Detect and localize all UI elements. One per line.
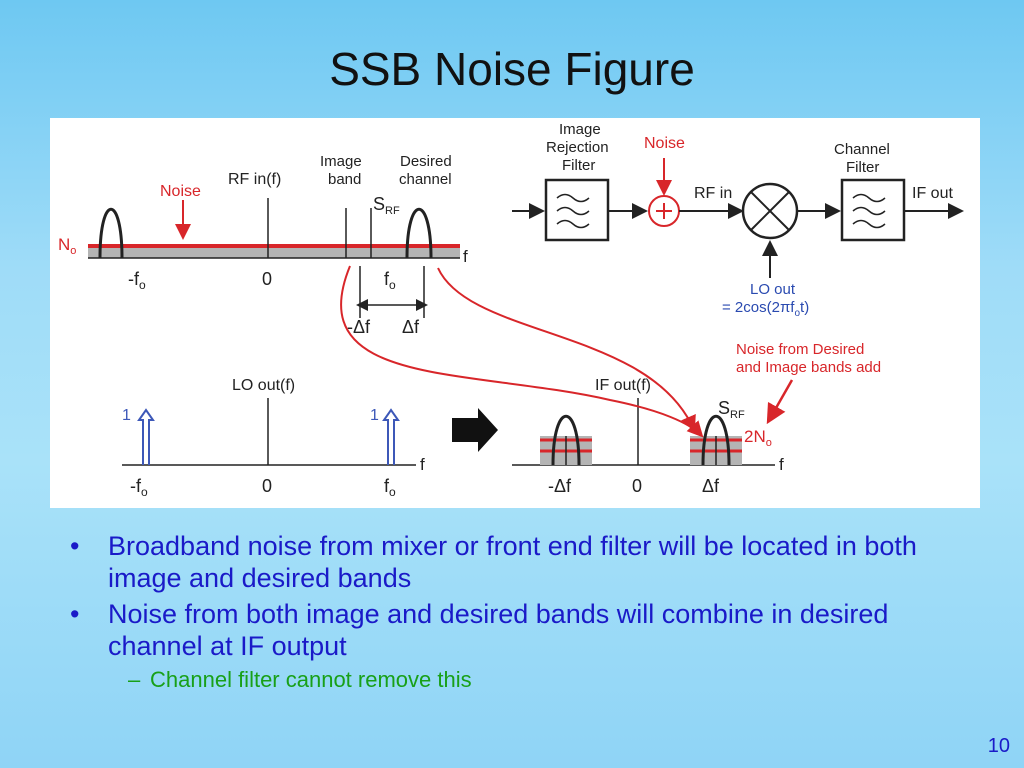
rf-spectrum: Noise RF in(f) Image band Desired channe… — [58, 153, 468, 337]
block-if-out-label: IF out — [912, 185, 953, 202]
noise-floor-band — [88, 246, 460, 258]
channel-filter-label-2: Filter — [846, 159, 879, 176]
image-translation-arrow — [340, 265, 704, 438]
lo-impulse-right-value: 1 — [370, 407, 379, 424]
if-tick-delta-f: Δf — [702, 476, 720, 496]
channel-filter-icon — [840, 178, 906, 242]
if-tick-neg-delta-f: -Δf — [548, 476, 572, 496]
noise-add-annotation-1: Noise from Desired — [736, 341, 864, 358]
rf-noise-label: Noise — [160, 183, 201, 200]
sub-bullet-item: – Channel filter cannot remove this — [70, 666, 970, 694]
lo-spectrum: LO out(f) 1 1 f -fo 0 fo — [122, 377, 425, 499]
bullet-list: • Broadband noise from mixer or front en… — [70, 530, 970, 694]
desired-translation-arrow — [437, 267, 696, 432]
channel-filter-label-1: Channel — [834, 141, 890, 158]
bullet-text: Broadband noise from mixer or front end … — [108, 531, 917, 593]
lo-impulse-left — [137, 408, 155, 465]
desired-signal-lobe — [405, 208, 433, 259]
block-rf-in-label: RF in — [694, 185, 732, 202]
mixer-icon — [741, 182, 799, 240]
two-no-label: 2No — [744, 427, 772, 449]
ssb-noise-diagram: Noise RF in(f) Image band Desired channe… — [58, 121, 964, 499]
diagram-panel: Noise RF in(f) Image band Desired channe… — [50, 118, 980, 508]
sub-bullet-text: Channel filter cannot remove this — [150, 667, 472, 692]
rf-tick-zero: 0 — [262, 269, 272, 289]
image-filter-label-2: Rejection — [546, 139, 609, 156]
bullet-text: Noise from both image and desired bands … — [108, 599, 889, 661]
image-band-label-2: band — [328, 171, 361, 188]
rf-in-label: RF in(f) — [228, 171, 281, 188]
if-desired-band — [690, 415, 742, 466]
s-rf-label: SRF — [373, 194, 400, 217]
image-band-label-1: Image — [320, 153, 362, 170]
slide-number: 10 — [987, 735, 1010, 757]
bullet-marker: • — [70, 531, 80, 561]
lo-out-label: LO out — [750, 281, 796, 298]
lo-tick-zero: 0 — [262, 476, 272, 496]
lo-f-axis-label: f — [420, 455, 425, 474]
bullet-marker: • — [70, 599, 80, 629]
desired-channel-label-1: Desired — [400, 153, 452, 170]
lo-tick-fo: fo — [384, 476, 396, 499]
desired-channel-label-2: channel — [399, 171, 452, 188]
noise-add-arrow — [766, 379, 794, 425]
sub-bullet-marker: – — [128, 667, 141, 692]
transform-arrow-icon — [452, 408, 498, 452]
slide-title: SSB Noise Figure — [329, 43, 695, 95]
delta-f-label: Δf — [402, 317, 420, 337]
rf-tick-fo: fo — [384, 269, 396, 292]
bullet-item: • Broadband noise from mixer or front en… — [70, 530, 970, 594]
if-tick-zero: 0 — [632, 476, 642, 496]
noise-add-annotation-2: and Image bands add — [736, 359, 881, 376]
bullet-item: • Noise from both image and desired band… — [70, 598, 970, 662]
neg-delta-f-label: -Δf — [347, 317, 371, 337]
lo-out-title: LO out(f) — [232, 377, 295, 394]
no-label: No — [58, 235, 76, 257]
image-signal-lobe — [98, 208, 124, 259]
if-f-axis-label: f — [779, 455, 784, 474]
image-rejection-filter-icon — [544, 178, 610, 242]
receiver-block-diagram: Image Rejection Filter Noise RF in Chann… — [512, 121, 964, 319]
lo-expression: = 2cos(2πfot) — [722, 299, 809, 319]
if-s-rf-label: SRF — [718, 398, 745, 421]
if-image-band — [540, 415, 592, 466]
rf-tick-neg-fo: -fo — [128, 269, 146, 292]
if-out-title: IF out(f) — [595, 377, 651, 394]
lo-impulse-right — [382, 408, 400, 465]
image-filter-label-1: Image — [559, 121, 601, 138]
lo-impulse-left-value: 1 — [122, 407, 131, 424]
lo-tick-neg-fo: -fo — [130, 476, 148, 499]
noise-adder-icon — [648, 195, 680, 227]
block-noise-label: Noise — [644, 135, 685, 152]
rf-f-axis-label: f — [463, 247, 468, 266]
if-spectrum: IF out(f) SRF 2No f -Δf 0 Δf Noise from … — [512, 341, 881, 496]
image-filter-label-3: Filter — [562, 157, 595, 174]
